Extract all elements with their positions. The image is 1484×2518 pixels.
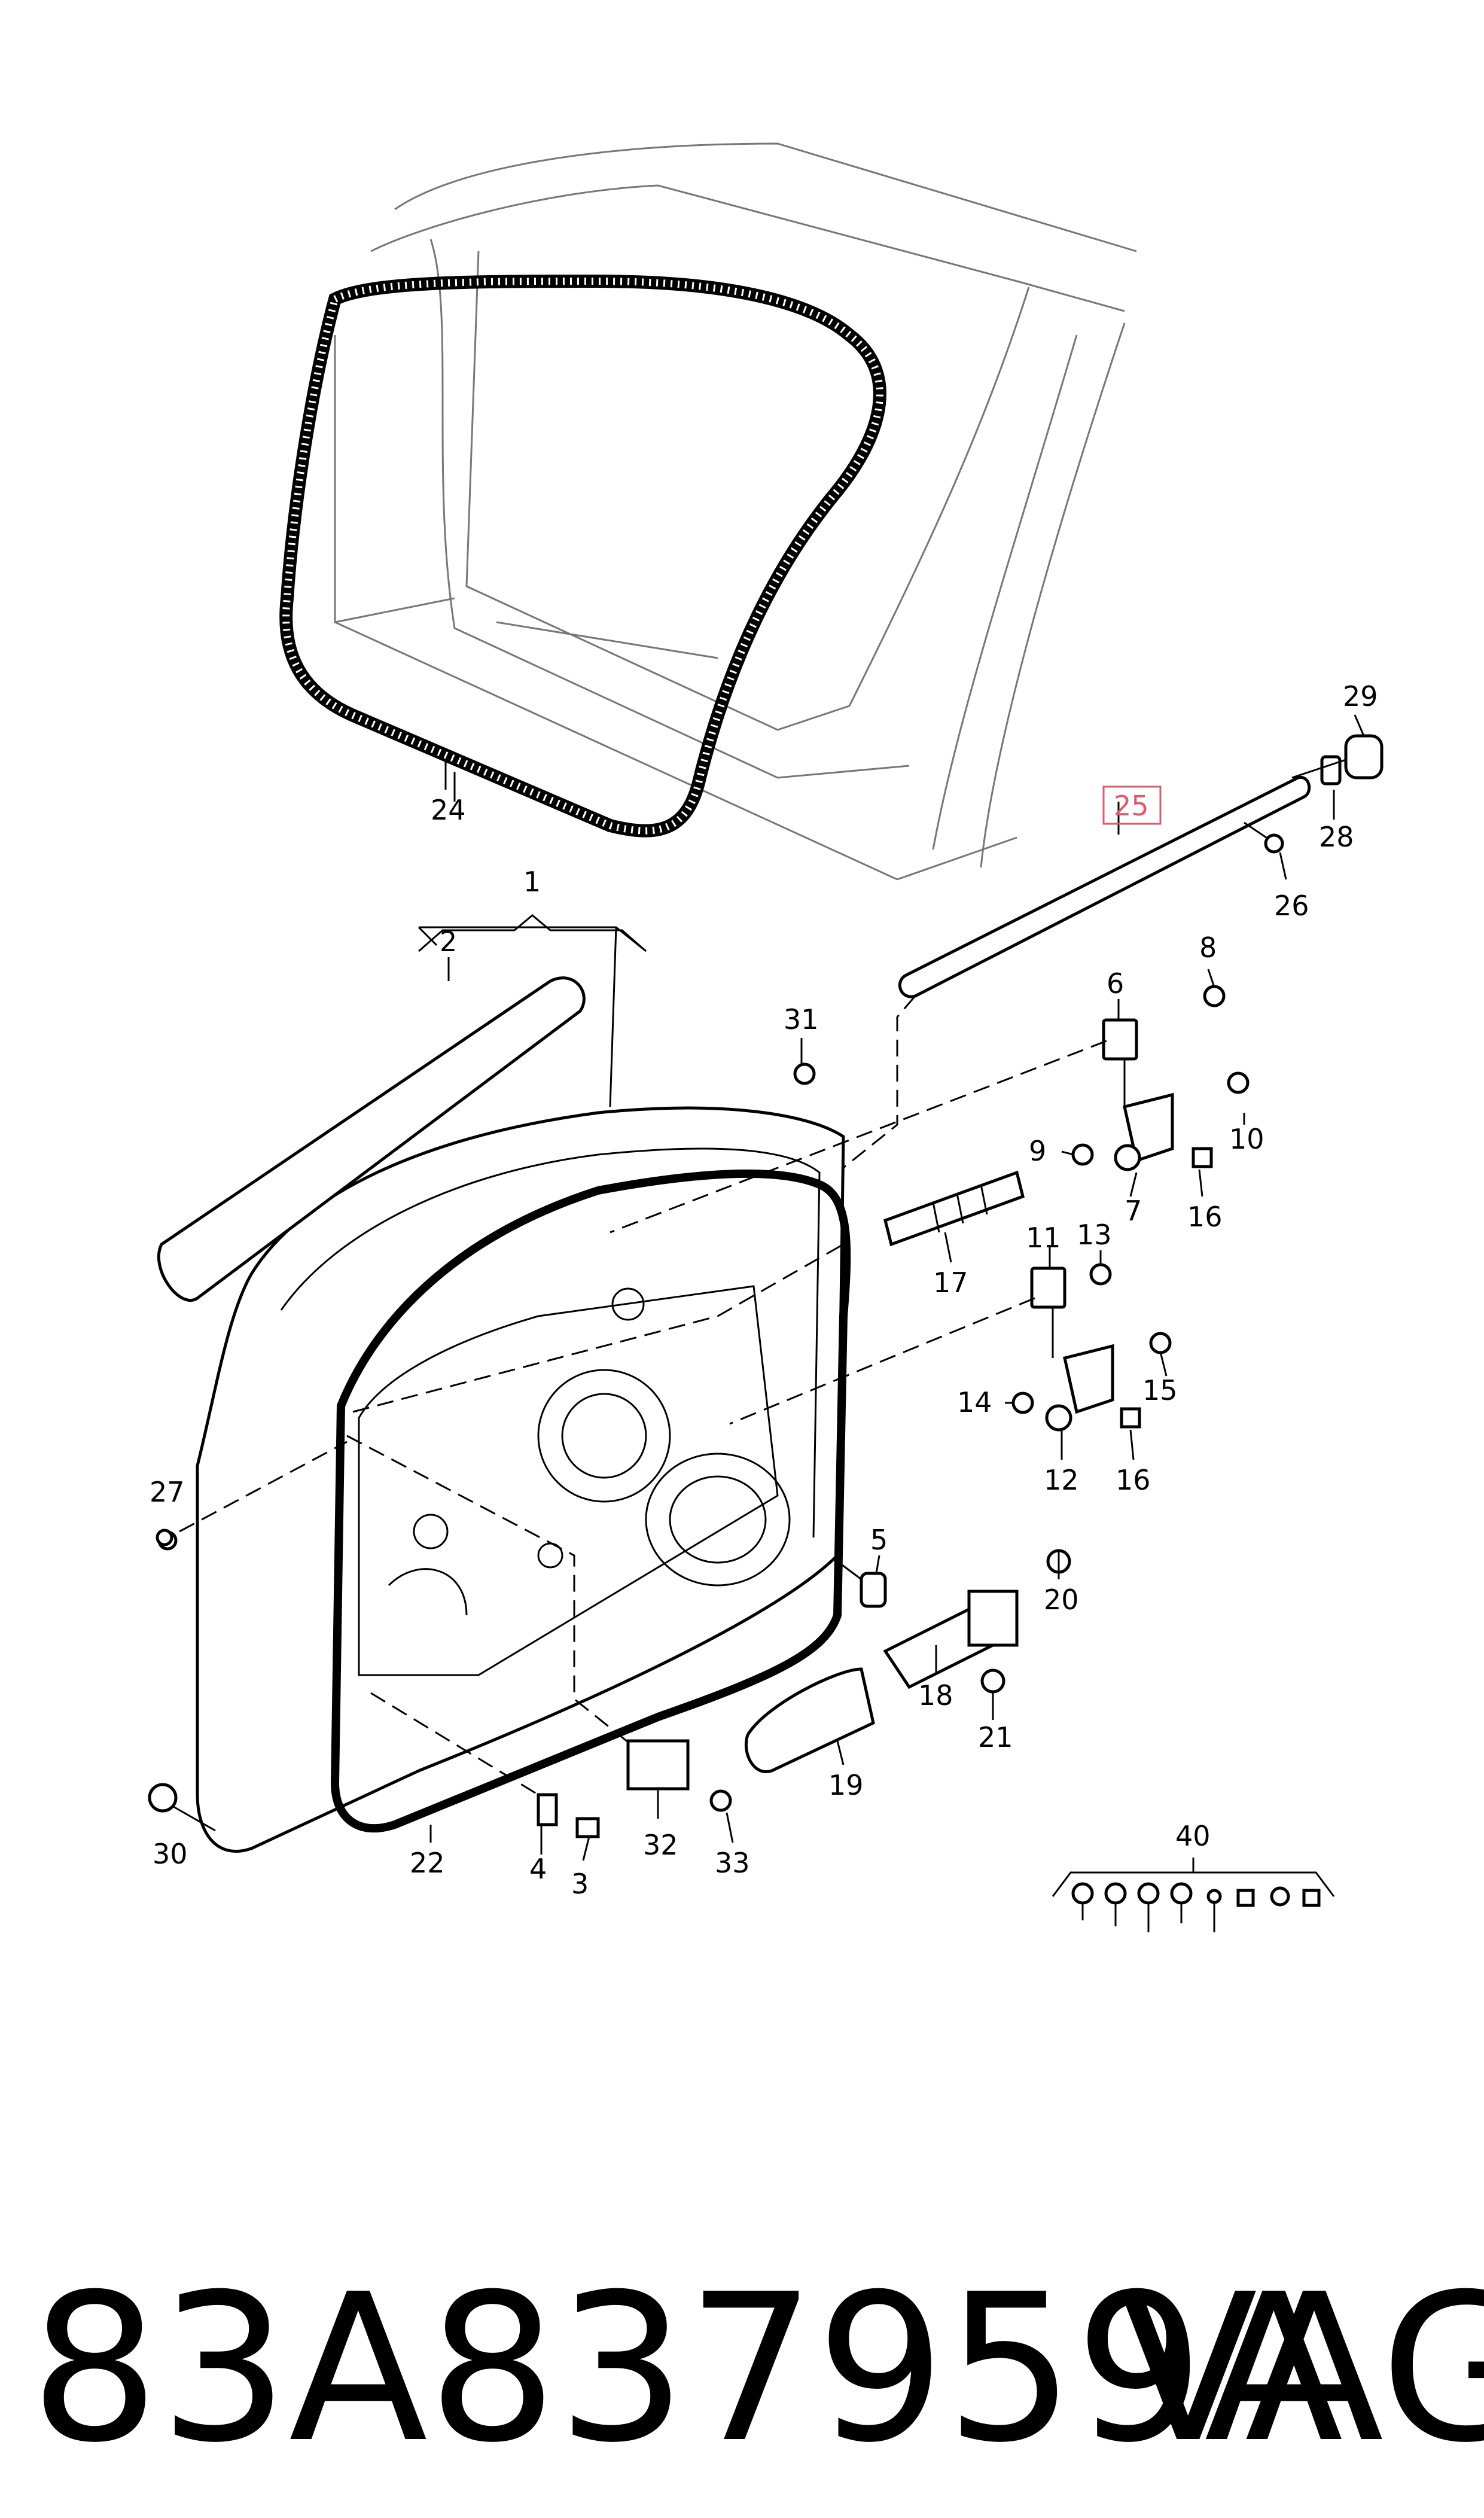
callout-25: 25 [1114,790,1149,822]
part-number: 83A837959A [30,2251,1343,2487]
callout-1: 1 [523,866,541,898]
callout-24: 24 [431,794,466,826]
callout-16-lower: 16 [1116,1464,1151,1496]
lower-fasteners [148,1435,732,1838]
brand-label: VAG [1119,2251,1484,2487]
door-check-strap [883,1170,1025,1247]
callout-10: 10 [1229,1123,1264,1155]
rod-clip [1320,755,1342,785]
callout-4: 4 [529,1853,547,1885]
callout-labels: 1 2 3 4 5 6 7 8 9 10 11 12 13 14 15 16 1… [150,680,1378,1900]
door-seal [330,1169,851,1833]
callout-19: 19 [828,1769,864,1801]
callout-40: 40 [1175,1820,1211,1852]
callout-12: 12 [1044,1464,1079,1496]
callout-1-bracket [418,914,647,952]
rod-screw [1244,821,1284,854]
callout-33: 33 [715,1847,750,1879]
callout-27: 27 [150,1476,185,1508]
exploded-parts-diagram: 1 2 3 4 5 6 7 8 9 10 11 12 13 14 15 16 1… [148,142,1384,1932]
callout-5: 5 [870,1524,888,1556]
callout-30: 30 [153,1838,188,1870]
callout-3: 3 [571,1868,589,1900]
misc-small-parts [156,1062,816,1546]
callout-20: 20 [1044,1584,1079,1616]
callout-21: 21 [978,1721,1013,1753]
callout-6: 6 [1107,967,1124,1000]
upper-hinge [610,985,1250,1234]
callout-15: 15 [1142,1374,1178,1406]
door-stop-bolt [837,1560,887,1608]
callout-8: 8 [1199,931,1217,964]
window-guide-rod [837,776,1311,1174]
leader-lines [429,714,1365,1861]
callout-28: 28 [1319,821,1354,853]
body-door-opening [334,142,1137,881]
door-opening-seal [279,274,886,838]
callout-18: 18 [918,1679,953,1712]
callout-11: 11 [1026,1222,1061,1254]
lower-hinge [729,1263,1172,1432]
callout-22: 22 [410,1847,445,1879]
fastener-kit [1052,1858,1335,1932]
callout-7: 7 [1125,1195,1142,1227]
callout-2: 2 [440,925,457,958]
callout-25-highlight [1102,785,1162,825]
callout-16-upper: 16 [1187,1201,1223,1233]
callout-13: 13 [1077,1219,1112,1251]
callout-14: 14 [957,1386,992,1418]
window-channel-strip [157,976,586,1302]
handle-cover [744,1667,875,1774]
door-check [883,1549,1071,1694]
callout-29: 29 [1343,680,1378,713]
door-shell [196,926,845,1853]
callout-17: 17 [933,1266,968,1299]
callout-9: 9 [1029,1135,1046,1167]
callout-32: 32 [643,1829,678,1861]
callout-26: 26 [1274,890,1309,922]
callout-31: 31 [784,1003,819,1036]
